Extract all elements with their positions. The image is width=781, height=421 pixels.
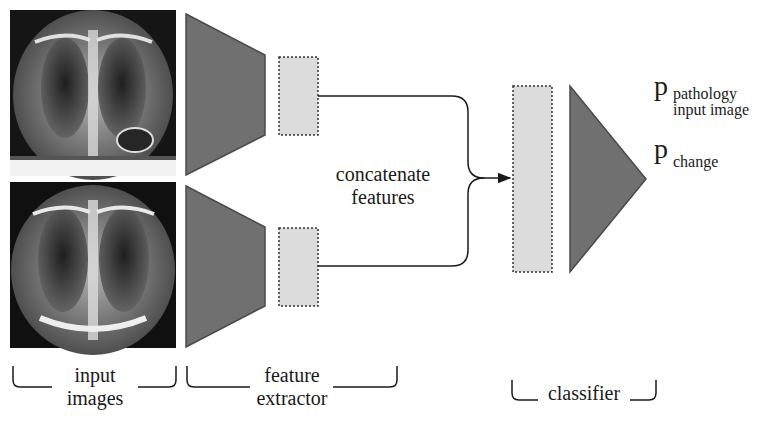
xray-image — [10, 182, 176, 355]
feature-vector — [279, 228, 318, 306]
probability-symbol: p — [654, 133, 674, 165]
bracket-label: classifier — [538, 382, 630, 405]
bracket-label: feature extractor — [250, 364, 334, 410]
extractor-trapezoid — [186, 186, 265, 347]
bracket-label: input images — [54, 364, 136, 410]
xray-image — [10, 10, 176, 180]
feature-vector — [279, 57, 318, 135]
subscript-label: pathology input image — [673, 86, 768, 118]
subscript-label: change — [673, 153, 768, 171]
merge-arrow — [484, 177, 510, 179]
concat-vector — [513, 86, 552, 272]
classifier-triangle — [570, 86, 646, 272]
extractor-trapezoid — [186, 14, 265, 175]
probability-symbol: p — [654, 70, 674, 102]
process-label: concatenate features — [318, 163, 448, 209]
